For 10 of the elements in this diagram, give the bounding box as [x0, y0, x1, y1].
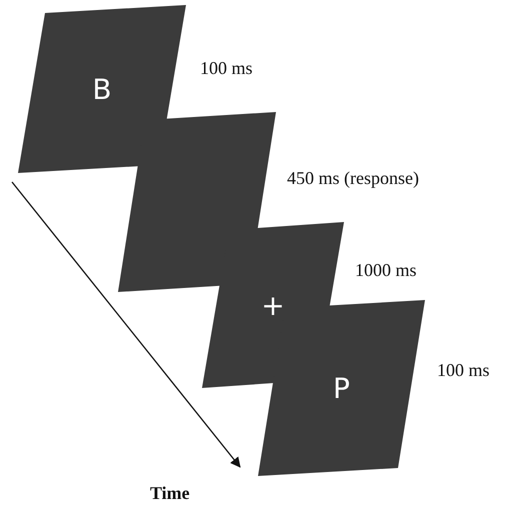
- stimulus-screen: [118, 112, 276, 292]
- duration-label: 100 ms: [437, 360, 490, 381]
- axis-label: Time: [150, 483, 190, 504]
- stimulus-letter: +: [261, 288, 285, 322]
- duration-label: 450 ms (response): [287, 168, 419, 189]
- stimulus-letter: B: [92, 72, 112, 106]
- stimulus-letter: P: [333, 372, 350, 404]
- duration-label: 100 ms: [200, 58, 253, 79]
- duration-label: 1000 ms: [355, 260, 417, 281]
- stimulus-screen: [18, 5, 186, 173]
